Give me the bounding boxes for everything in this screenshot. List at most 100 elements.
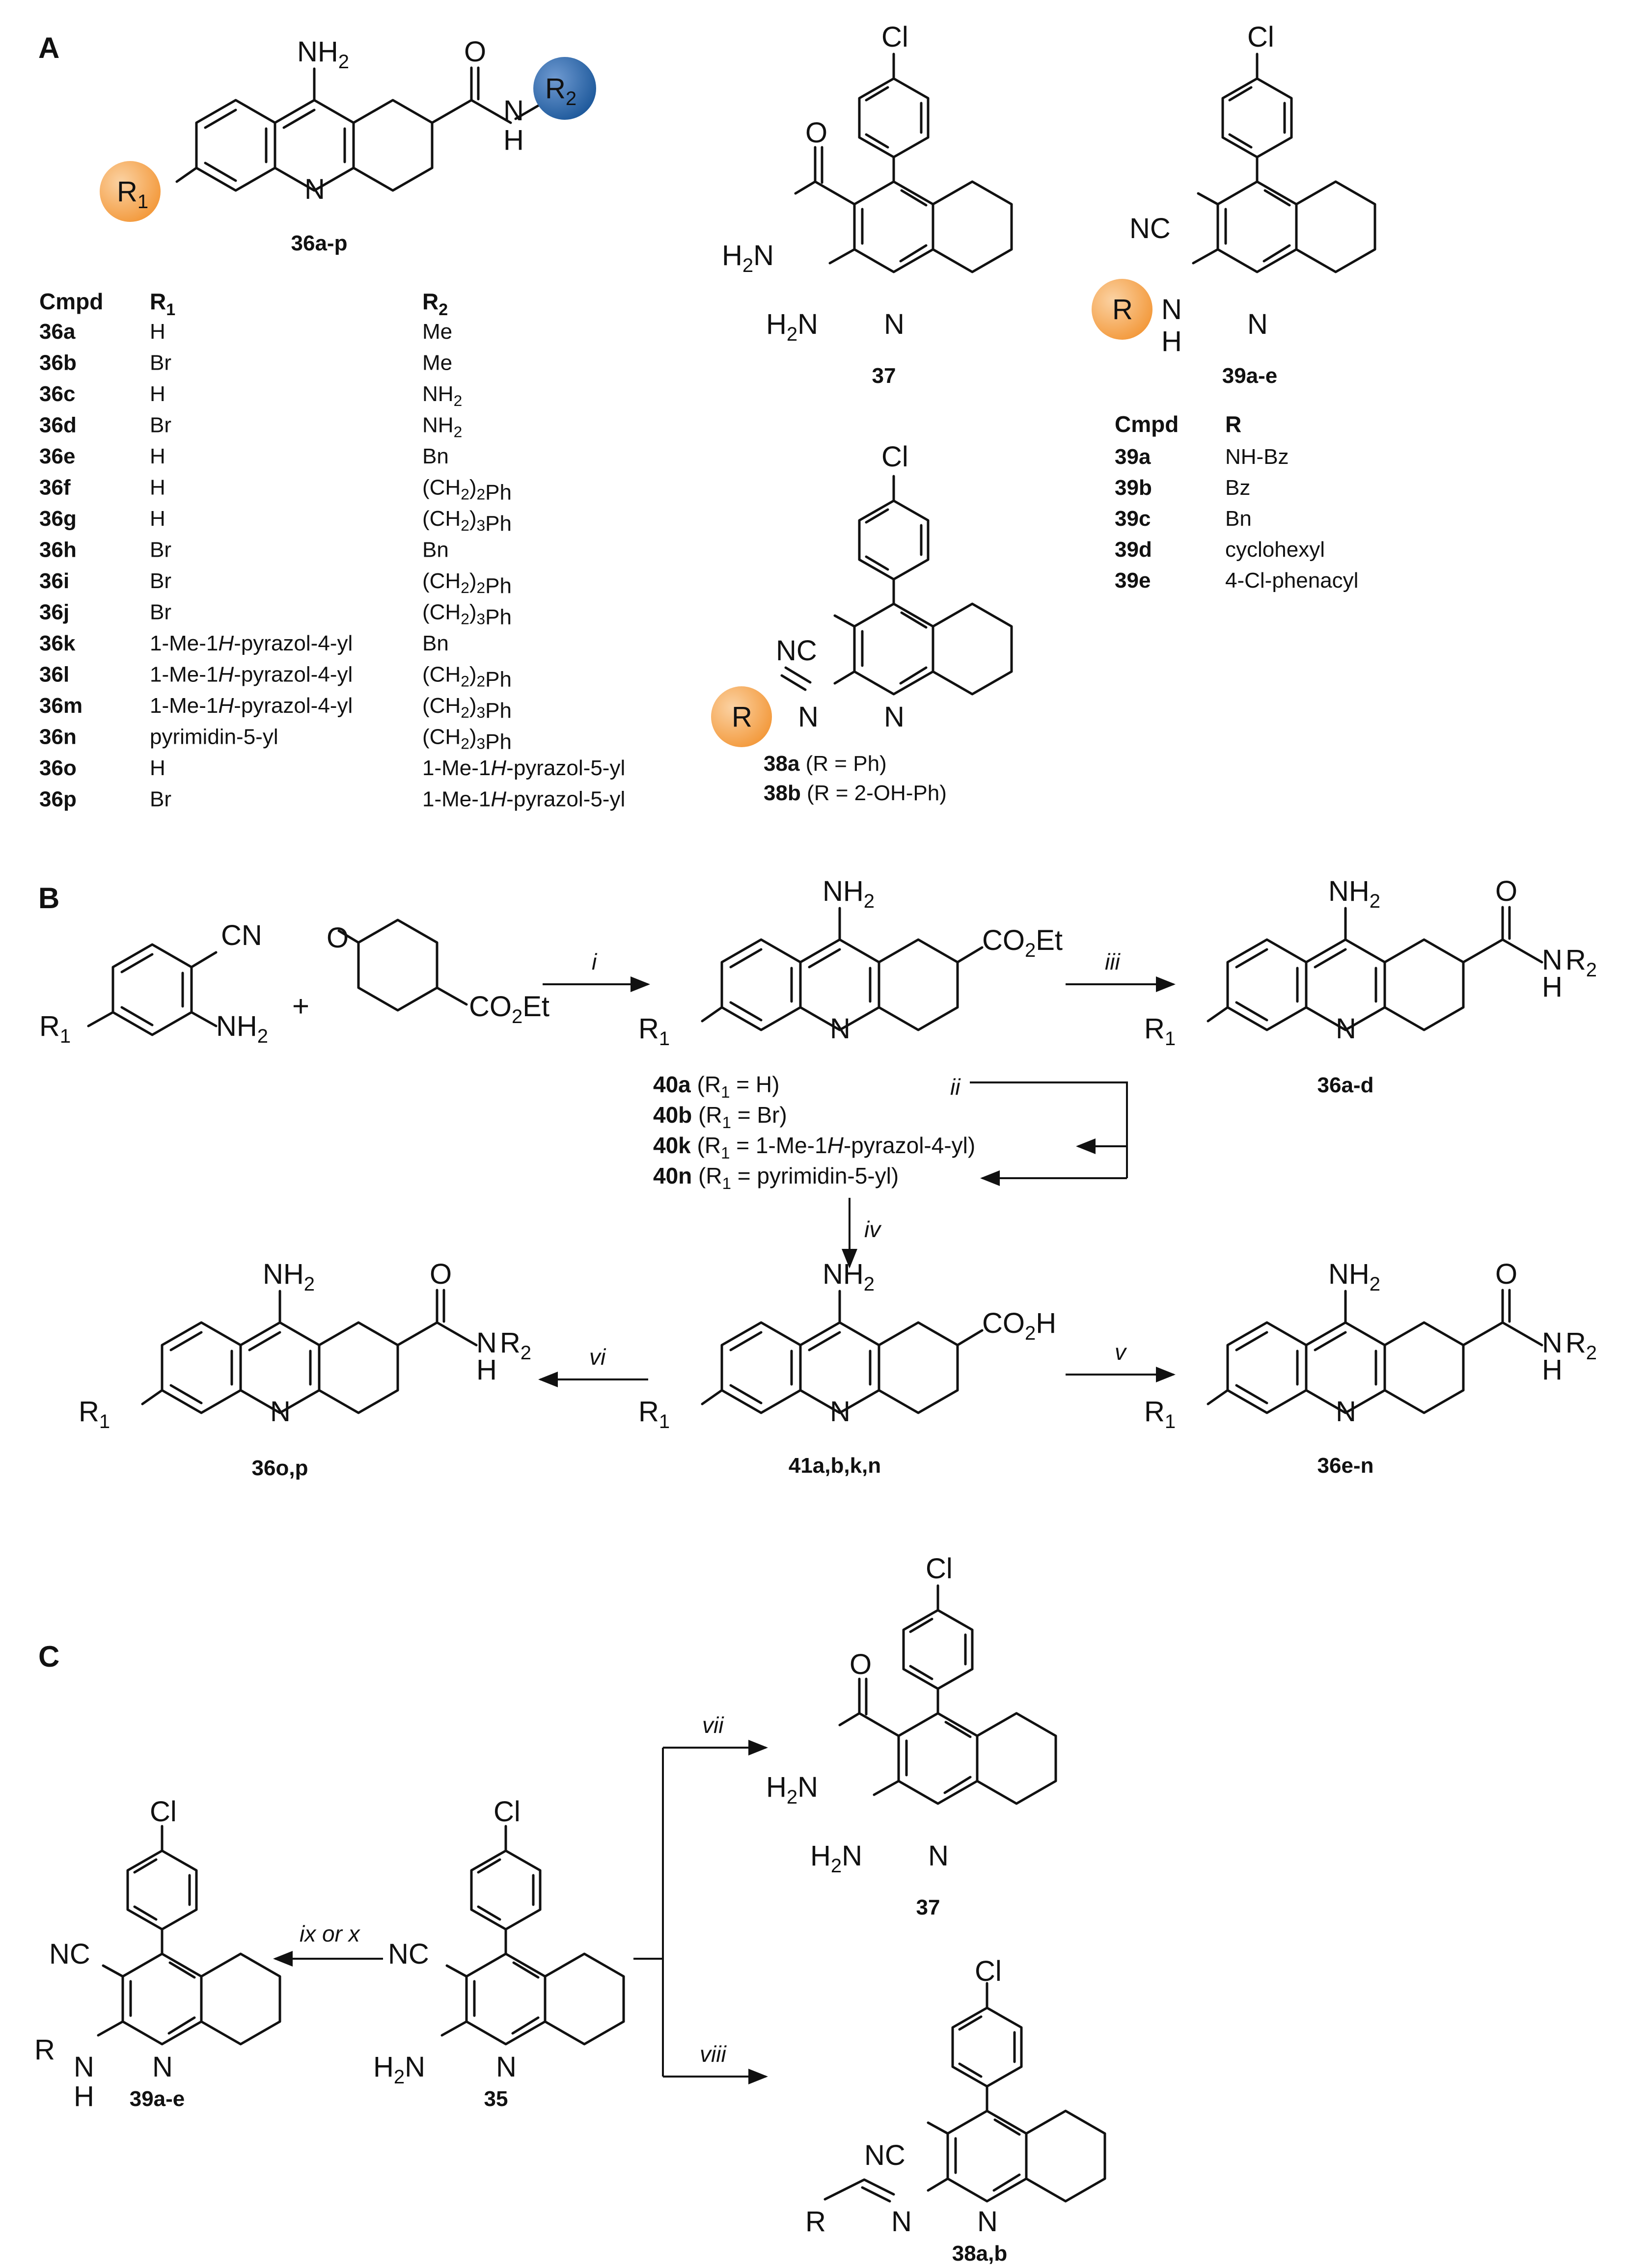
compound-35-structure xyxy=(440,1826,624,2044)
table36-row-r1: Br xyxy=(150,351,171,375)
intermediate-40-item: 40a (R1 = H) xyxy=(653,1072,779,1101)
36en-nh2-label: NH2 xyxy=(1328,1258,1380,1295)
reagent-ix-x: ix or x xyxy=(300,1921,361,1946)
ketone-o-label: O xyxy=(327,922,349,954)
table-36: Cmpd R1 R2 xyxy=(39,289,448,319)
table39-row-cmpd: 39a xyxy=(1115,445,1151,469)
table39-row-r: cyclohexyl xyxy=(1225,538,1325,562)
ketoester-co2et-label: CO2Et xyxy=(469,991,549,1027)
table36-row-cmpd: 36c xyxy=(39,382,75,406)
ketoester-structure xyxy=(337,918,468,1012)
37c-ring-n-label: N xyxy=(928,1840,949,1872)
table36-row-r2: (CH2)2Ph xyxy=(422,569,512,598)
38ab-imine-bond xyxy=(823,2178,895,2203)
table36-row-cmpd: 36j xyxy=(39,600,69,624)
table36-row-r2: (CH2)3Ph xyxy=(422,600,512,629)
36ap-r1-label: R1 xyxy=(117,176,148,213)
table36-row-cmpd: 36m xyxy=(39,694,82,718)
table39-header-cmpd: Cmpd xyxy=(1115,411,1179,437)
table36-row-r1: Br xyxy=(150,569,171,593)
39ae-r-label: R xyxy=(1112,294,1133,325)
38-nc-label: NC xyxy=(776,635,817,667)
39ae-cl-label: Cl xyxy=(1247,21,1274,53)
38b-caption: 38b (R = 2-OH-Ph) xyxy=(764,781,947,805)
36ad-r1-label: R1 xyxy=(1144,1013,1176,1050)
table36-row-r2: Bn xyxy=(422,444,449,468)
reagent-iii: iii xyxy=(1105,949,1121,974)
38-r-label: R xyxy=(732,701,752,733)
37c-cl-label: Cl xyxy=(926,1553,953,1585)
38a-caption: 38a (R = Ph) xyxy=(764,752,887,776)
38ab-n-label: N xyxy=(891,2206,912,2238)
table39-row-r: NH-Bz xyxy=(1225,445,1289,469)
38-cl-label: Cl xyxy=(881,441,908,473)
40-co2et-label: CO2Et xyxy=(982,924,1063,961)
table39-row-cmpd: 39d xyxy=(1115,538,1152,562)
intermediates-40-list: 40a (R1 = H)40b (R1 = Br)40k (R1 = 1-Me-… xyxy=(653,1072,975,1192)
reagent-vi: vi xyxy=(589,1344,606,1370)
40-r1-label: R1 xyxy=(638,1013,670,1050)
reagent-ii: ii xyxy=(950,1074,961,1100)
compound-36op-structure xyxy=(141,1289,478,1413)
40-ring-n-label: N xyxy=(830,1013,850,1045)
reagent-iv: iv xyxy=(864,1216,882,1242)
intermediate-40-item: 40k (R1 = 1-Me-1H-pyrazol-4-yl) xyxy=(653,1133,975,1162)
36en-o-label: O xyxy=(1495,1258,1517,1290)
table36-row-r1: Br xyxy=(150,538,171,562)
36en-h-label: H xyxy=(1542,1354,1563,1386)
table36-row-r2: NH2 xyxy=(422,382,462,409)
table36-row-cmpd: 36f xyxy=(39,476,71,500)
reagent-v: v xyxy=(1115,1339,1127,1365)
table36-row-r1: pyrimidin-5-yl xyxy=(150,725,278,749)
compound-37c-label: 37 xyxy=(916,1895,940,1919)
table36-row-r2: Me xyxy=(422,351,452,375)
compound-39aec-structure xyxy=(97,1826,280,2044)
37-amide-label: H2N xyxy=(722,240,774,276)
39ae-n-label: N xyxy=(1161,294,1182,325)
38ab-r-label: R xyxy=(805,2206,826,2238)
reagent-viii: viii xyxy=(700,2041,727,2067)
table36-row-cmpd: 36k xyxy=(39,631,76,655)
table36-row-cmpd: 36n xyxy=(39,725,77,749)
panel-b-label: B xyxy=(38,882,59,915)
table36-row-cmpd: 36i xyxy=(39,569,69,593)
compound-36ap-label: 36a-p xyxy=(291,231,348,255)
compound-41-structure xyxy=(701,1291,984,1413)
38ab-nc-label: NC xyxy=(864,2139,905,2171)
36ap-n-label: N xyxy=(503,95,524,127)
36ad-h-label: H xyxy=(1542,971,1563,1003)
table36-row-r2: Bn xyxy=(422,631,449,655)
intermediate-40-item: 40b (R1 = Br) xyxy=(653,1102,787,1132)
39ae-h-label: H xyxy=(1161,325,1182,357)
table36-row-r1: Br xyxy=(150,787,171,811)
table36-row-r1: H xyxy=(150,756,165,780)
compound-39ae-label: 39a-e xyxy=(1222,364,1278,388)
35-cl-label: Cl xyxy=(494,1796,521,1828)
compound-36ad-label: 36a-d xyxy=(1317,1073,1374,1097)
compound-40-structure xyxy=(701,908,984,1030)
table36-row-cmpd: 36a xyxy=(39,320,76,344)
r2-blue-ball xyxy=(533,57,596,120)
39aec-r-label: R xyxy=(34,2034,55,2066)
37-o-label: O xyxy=(805,117,827,149)
compound-38abc-label: 38a,b xyxy=(952,2241,1008,2266)
37-nh2-label: H2N xyxy=(766,308,818,345)
compound-37-structure xyxy=(794,54,1012,272)
compound-41-label: 41a,b,k,n xyxy=(789,1454,881,1478)
table36-row-r1: 1-Me-1H-pyrazol-4-yl xyxy=(150,663,353,687)
41-nh2-label: NH2 xyxy=(823,1258,875,1295)
table36-row-cmpd: 36e xyxy=(39,444,75,468)
table39-header-r: R xyxy=(1225,411,1241,437)
38ab-cl-label: Cl xyxy=(975,1955,1002,1987)
37c-amide-label: H2N xyxy=(766,1771,818,1808)
41-co2h-label: CO2H xyxy=(982,1307,1056,1344)
table39-row-cmpd: 39b xyxy=(1115,476,1152,500)
reagent-vii: vii xyxy=(702,1712,724,1738)
39aec-h-label: H xyxy=(74,2080,94,2112)
36en-r1-label: R1 xyxy=(1144,1396,1176,1432)
